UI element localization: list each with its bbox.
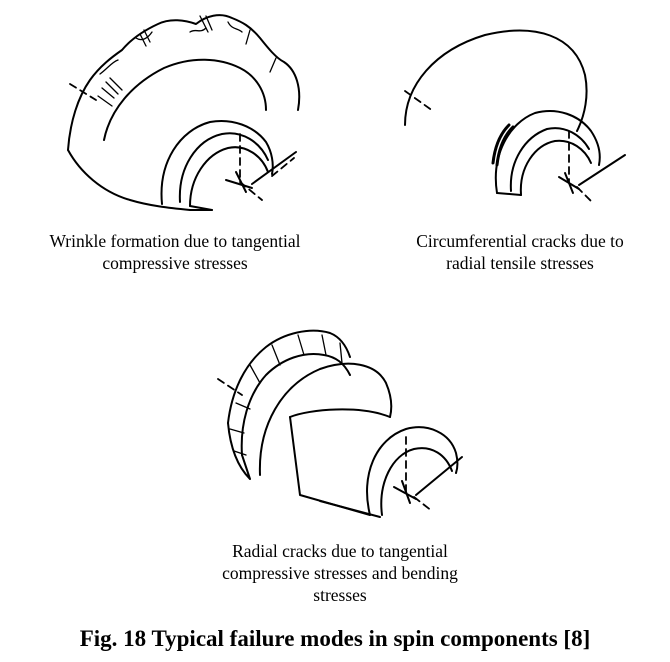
caption-line: Circumferential cracks due to bbox=[416, 231, 624, 251]
caption-wrinkle: Wrinkle formation due to tangential comp… bbox=[0, 230, 350, 274]
circumferential-cracks-drawing bbox=[404, 29, 626, 202]
wrinkle-formation-drawing bbox=[67, 14, 301, 211]
caption-line: stresses bbox=[313, 585, 367, 605]
caption-line: compressive stresses bbox=[102, 253, 248, 273]
caption-line: compressive stresses and bending bbox=[222, 563, 458, 583]
caption-radial: Radial cracks due to tangential compress… bbox=[170, 540, 510, 606]
figure-title: Fig. 18 Typical failure modes in spin co… bbox=[79, 626, 591, 651]
radial-cracks-drawing bbox=[217, 329, 463, 518]
caption-line: radial tensile stresses bbox=[446, 253, 594, 273]
caption-circumferential: Circumferential cracks due to radial ten… bbox=[370, 230, 670, 274]
caption-line: Wrinkle formation due to tangential bbox=[49, 231, 301, 251]
caption-line: Radial cracks due to tangential bbox=[232, 541, 448, 561]
